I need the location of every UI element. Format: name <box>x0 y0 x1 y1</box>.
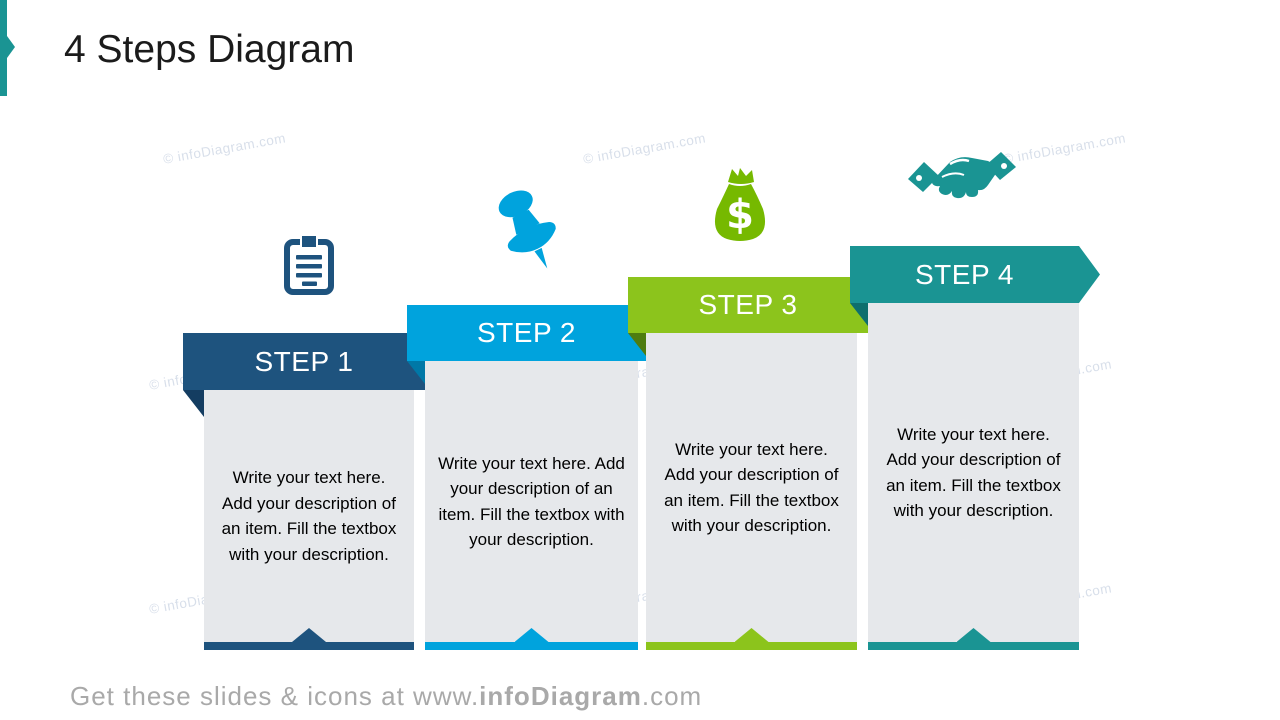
step-bottom-bar <box>646 642 857 650</box>
step-description: Write your text here. Add your descripti… <box>438 453 625 550</box>
step-banner: STEP 4 <box>850 246 1100 303</box>
step-bottom-bar <box>204 642 414 650</box>
page-title: 4 Steps Diagram <box>64 28 355 71</box>
step-bottom-bar <box>868 642 1079 650</box>
handshake-icon <box>906 147 1018 209</box>
step-description: Write your text here. Add your descripti… <box>221 468 397 564</box>
slide-accent-mark <box>0 0 16 96</box>
svg-text:$: $ <box>726 192 754 238</box>
step-bottom-bar <box>425 642 638 650</box>
pushpin-icon <box>486 183 570 275</box>
step-description: Write your text here. Add your descripti… <box>664 439 839 536</box>
step-banner: STEP 3 <box>628 277 868 333</box>
step-banner: STEP 2 <box>407 305 646 361</box>
step-label: STEP 1 <box>254 346 354 377</box>
step-label: STEP 3 <box>698 289 798 320</box>
footer-text-suffix: .com <box>641 681 703 711</box>
clipboard-icon <box>283 234 335 296</box>
ribbon-fold <box>850 303 868 326</box>
footer-text-prefix: Get these slides & icons at www. <box>70 681 480 711</box>
step-banner: STEP 1 <box>183 333 425 390</box>
footer-credit: Get these slides & icons at www.infoDiag… <box>70 681 702 712</box>
step-label: STEP 2 <box>477 317 576 348</box>
money-bag-icon: $ <box>702 165 778 247</box>
step-card: Write your text here. Add your descripti… <box>204 390 414 650</box>
step-description: Write your text here. Add your descripti… <box>886 424 1061 521</box>
footer-brand: infoDiagram <box>479 681 642 711</box>
step-card: Write your text here. Add your descripti… <box>646 333 857 650</box>
step-label: STEP 4 <box>915 259 1014 290</box>
step-card: Write your text here. Add your descripti… <box>425 361 638 650</box>
step-card: Write your text here. Add your descripti… <box>868 303 1079 650</box>
